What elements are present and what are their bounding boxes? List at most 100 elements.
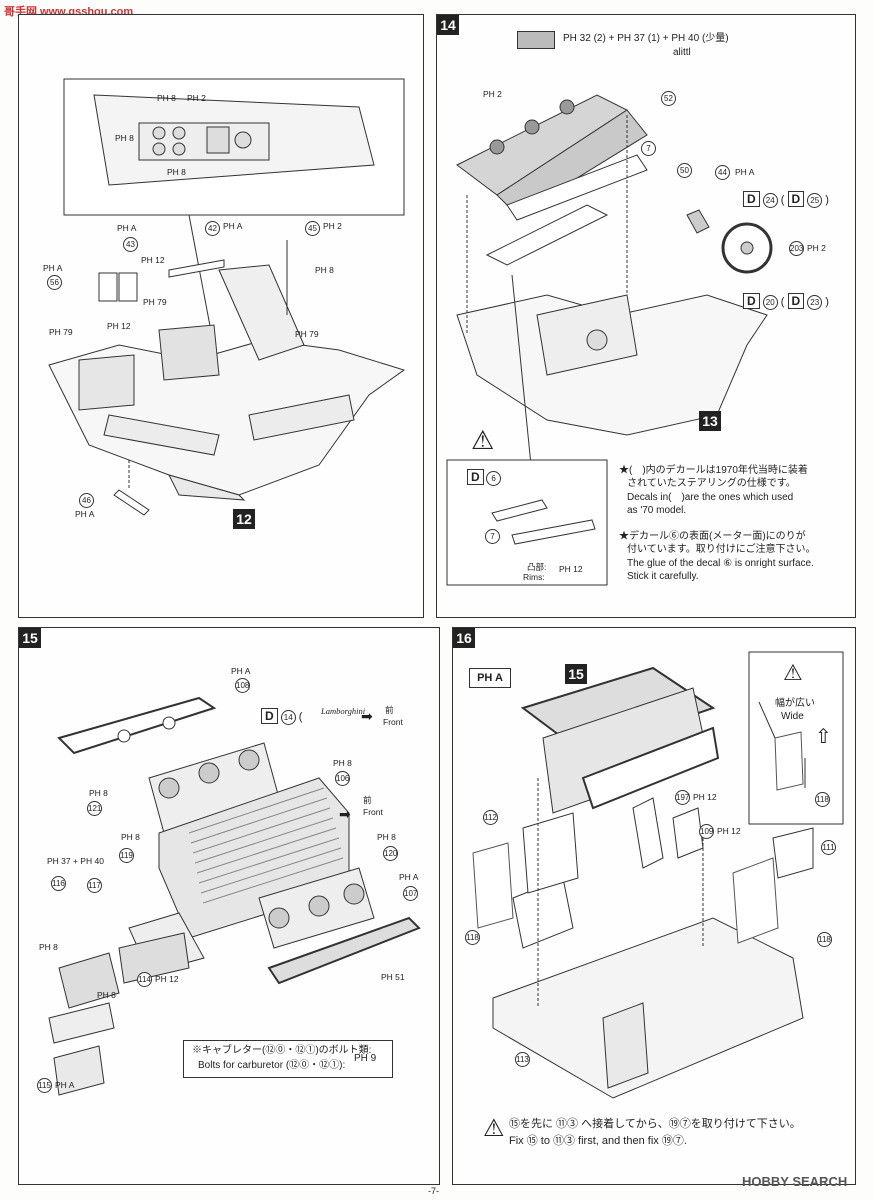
callout-part-116: 116 (51, 876, 66, 891)
front-arrow-1: ➡ (361, 708, 373, 724)
callout-part-7: 7 (641, 141, 656, 156)
callout-pha-3: PH A (223, 221, 243, 231)
callout-part-121: 121 (87, 801, 102, 816)
callout-part-106: 106 (335, 771, 350, 786)
callout-ph8-c: PH 8 (121, 832, 140, 842)
callout-ph8-f: PH 8 (97, 990, 116, 1000)
callout-part-44: 44 (715, 165, 730, 180)
callout-part-108: 108 (235, 678, 250, 693)
front-jp-2: 前 (363, 795, 372, 805)
note-glue-en-a: The glue of the decal ⑥ is onright surfa… (627, 558, 814, 569)
callout-ph2-a: PH 2 (187, 93, 206, 103)
warning-icon-wide: ⚠ (783, 660, 803, 685)
callout-pha-4: PH A (75, 509, 95, 519)
callout-ph8-b: PH 8 (115, 133, 134, 143)
footer-note-jp: ⑮を先に ⑪③ へ接着してから、⑲⑦を取り付けて下さい。 (509, 1118, 801, 1130)
callout-ph8-b: PH 8 (89, 788, 108, 798)
front-en-2: Front (363, 807, 383, 817)
decal-d6: D 6 (467, 469, 502, 486)
step-14-illustration (446, 94, 773, 586)
callout-part-109: 109 (699, 824, 714, 839)
front-en-1: Front (383, 717, 403, 727)
warning-icon: ⚠ (471, 425, 495, 455)
callout-pha-2: PH A (43, 263, 63, 273)
carb-note-en: Bolts for carburetor (⑫⓪・⑫①): (198, 1060, 346, 1071)
callout-part-42: 42 (205, 221, 220, 236)
callout-ph12-b: PH 12 (717, 826, 741, 836)
note-glue-jp-a: ★デカール⑥の表面(メーター面)にのりが (619, 531, 806, 542)
callout-ph8-a: PH 8 (157, 93, 176, 103)
callout-part-111: 111 (821, 840, 836, 855)
callout-part-52: 52 (661, 91, 676, 106)
note-steering-jp-b: されていたステアリングの仕様です。 (627, 478, 796, 489)
wide-jp: 幅が広い (775, 698, 815, 709)
decal-d24-d25: D 24 ( D 25 ) (743, 191, 829, 208)
callout-part-120: 120 (383, 846, 398, 861)
callout-ph8-a: PH 8 (333, 758, 352, 768)
callout-ph2-b: PH 2 (323, 221, 342, 231)
note-glue-en-b: Stick it carefully. (627, 571, 699, 582)
callout-ph37-40: PH 37 + PH 40 (47, 856, 104, 866)
callout-part-112: 112 (483, 810, 498, 825)
callout-part-113: 113 (515, 1052, 530, 1067)
callout-pha-1: PH A (231, 666, 251, 676)
callout-part-203: 203 (789, 241, 804, 256)
callout-part-118-a: 118 (815, 792, 830, 807)
warning-icon-footer: ⚠ (483, 1115, 505, 1142)
note-steering-jp-a: ★( )内のデカールは1970年代当時に装着 (619, 465, 808, 476)
callout-part-46: 46 (79, 493, 94, 508)
paint-mix-en: alittl (673, 47, 691, 58)
callout-ph79-c: PH 79 (295, 329, 319, 339)
callout-ph2-b: PH 2 (807, 243, 826, 253)
callout-pha: PH A (735, 167, 755, 177)
step-number-15: 15 (19, 628, 41, 648)
rims-paint: PH 12 (559, 564, 583, 574)
callout-part-115: 115 (37, 1078, 52, 1093)
callout-ph2: PH 2 (483, 89, 502, 99)
note-steering-en-a: Decals in( )are the ones which used (627, 492, 794, 503)
front-jp-1: 前 (385, 705, 394, 715)
callout-ph8-d: PH 8 (377, 832, 396, 842)
step-number-13: 13 (699, 411, 721, 431)
panel-step-15: 15 PH A 108 D 14 ( Lamborghini ➡ 前 Front… (18, 627, 440, 1185)
callout-ph79-b: PH 79 (49, 327, 73, 337)
callout-ph12-a: PH 12 (141, 255, 165, 265)
paint-mix: PH 32 (2) + PH 37 (1) + PH 40 (少量) (563, 33, 729, 44)
callout-pha-3: PH A (55, 1080, 75, 1090)
callout-ph79-a: PH 79 (143, 297, 167, 307)
callout-part-197: 197 (675, 790, 690, 805)
step-reference-15: 15 (565, 664, 587, 684)
step-15-illustration (48, 696, 421, 1096)
note-glue-jp-b: 付いています。取り付けにご注意下さい。 (627, 544, 816, 555)
callout-part-114: 114 (137, 972, 152, 987)
decal-logo: Lamborghini (321, 706, 366, 716)
callout-part-43: 43 (123, 237, 138, 252)
step-number-16: 16 (453, 628, 475, 648)
panel-step-16: 16 PH A 15 ⚠ 幅が広い Wide ⇧ 118 197 PH 12 1… (452, 627, 856, 1185)
callout-part-118-c: 118 (817, 932, 832, 947)
carb-note-paint: PH 9 (354, 1053, 377, 1064)
paint-swatch (517, 31, 555, 49)
decal-d14: D 14 ( (261, 708, 302, 725)
step-number-12: 12 (233, 509, 255, 529)
callout-ph51: PH 51 (381, 972, 405, 982)
callout-ph12-b: PH 12 (107, 321, 131, 331)
callout-pha-2: PH A (399, 872, 419, 882)
watermark-hobbysearch: HOBBY SEARCH (742, 1174, 848, 1189)
panel-step-12: PH 8 PH 2 PH 8 PH 8 PH A 43 PH A 56 PH 1… (18, 14, 424, 618)
panel-step-14: 14 PH 32 (2) + PH 37 (1) + PH 40 (少量) al… (436, 14, 856, 618)
callout-part-45: 45 (305, 221, 320, 236)
callout-ph8-d: PH 8 (315, 265, 334, 275)
callout-ph8-e: PH 8 (39, 942, 58, 952)
rims-jp: 凸部: (527, 562, 547, 572)
callout-part-50: 50 (677, 163, 692, 178)
page-number: -7- (428, 1186, 439, 1196)
callout-part-107: 107 (403, 886, 418, 901)
paint-pha-label: PH A (469, 668, 511, 688)
wide-en: Wide (781, 711, 804, 722)
callout-part-56: 56 (47, 275, 62, 290)
callout-part-119: 119 (119, 848, 134, 863)
callout-ph8-c: PH 8 (167, 167, 186, 177)
rims-en: Rims: (523, 572, 545, 582)
decal-d20-d23: D 20 ( D 23 ) (743, 293, 829, 310)
